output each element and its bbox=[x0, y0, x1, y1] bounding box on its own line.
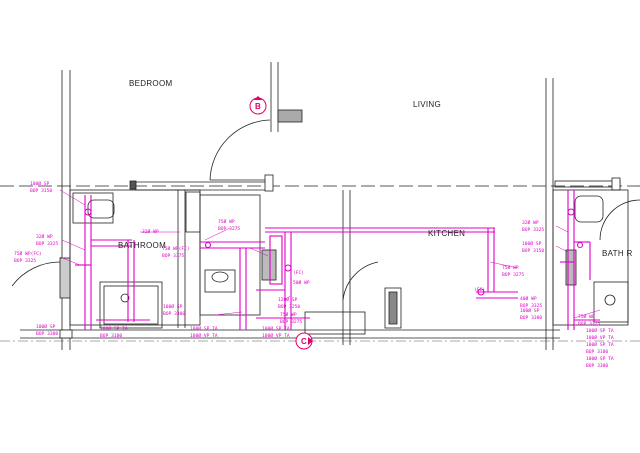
grid-label-b: B bbox=[255, 102, 261, 111]
tag-t6a: 75Ø WP bbox=[218, 218, 235, 225]
tag-t5: 32Ø WP bbox=[142, 228, 159, 235]
tag-t14a: 100Ø SP TA bbox=[100, 325, 128, 332]
tag-t14b: BOP 3100 bbox=[100, 333, 122, 339]
tag-t25b: BOP 3300 bbox=[586, 363, 608, 369]
tag-t24b: BOP 3100 bbox=[586, 349, 608, 355]
tag-t4b: BOP 3375 bbox=[162, 253, 184, 259]
tag-t23b: 100Ø VP TA bbox=[586, 334, 614, 341]
tag-t9b: BOP 3250 bbox=[278, 304, 300, 310]
tag-t3a: 75Ø WP(FC) bbox=[14, 250, 42, 257]
tag-t17a: 75Ø WP bbox=[502, 264, 519, 271]
tag-t2b: BOP 3325 bbox=[36, 241, 58, 247]
grid-label-c: C bbox=[301, 337, 307, 346]
grid-bubble-b: B bbox=[249, 96, 267, 115]
tag-t16a: 32Ø WP bbox=[522, 219, 539, 226]
tag-t24a: 100Ø SP TA bbox=[586, 341, 614, 348]
tag-t22b: BOP 3325 bbox=[578, 321, 600, 327]
tag-t12b: BOP 3300 bbox=[36, 331, 58, 337]
tag-t18: (FC) bbox=[474, 287, 485, 293]
room-label-bath-right: BATH R bbox=[602, 249, 633, 258]
tag-t8: 50Ø WP bbox=[293, 279, 310, 286]
tag-t12a: 100Ø SP bbox=[36, 323, 56, 330]
tag-t23a: 100Ø SP TA bbox=[586, 327, 614, 334]
tag-t20b: BOP 3325 bbox=[520, 303, 542, 309]
room-label-living: LIVING bbox=[413, 100, 441, 109]
tag-t19b: BOP 3150 bbox=[522, 248, 544, 254]
tag-t20a: 40Ø WP bbox=[520, 295, 537, 302]
tag-t1b: BOP 3150 bbox=[30, 188, 52, 194]
tag-t16b: BOP 3325 bbox=[522, 227, 544, 233]
tag-t7: (FC) bbox=[293, 270, 304, 276]
architecture-walls bbox=[0, 62, 640, 350]
tag-t13a: 100Ø SP TA bbox=[190, 325, 218, 332]
tag-t3b: BOP 3325 bbox=[14, 258, 36, 264]
room-label-bathroom: BATHROOM bbox=[118, 241, 166, 250]
tag-t17b: BOP 3275 bbox=[502, 272, 524, 278]
tag-t1a: 100Ø SP bbox=[30, 180, 50, 187]
tag-t11b: BOP 3300 bbox=[163, 311, 185, 317]
room-label-bedroom: BEDROOM bbox=[129, 79, 172, 88]
pipe-tags: 100Ø SP BOP 3150 32Ø WP BOP 3325 75Ø WP(… bbox=[14, 180, 614, 369]
tag-t21b: BOP 3300 bbox=[520, 315, 542, 321]
tag-t11a: 100Ø SP bbox=[163, 303, 183, 310]
tag-t10a: 75Ø WP bbox=[280, 311, 297, 318]
room-label-kitchen: KITCHEN bbox=[428, 229, 465, 238]
tag-t4a: 75Ø WP(FC) bbox=[162, 245, 190, 252]
tag-t10b: BOP 3275 bbox=[280, 319, 302, 325]
tag-t2a: 32Ø WP bbox=[36, 233, 53, 240]
tag-t22a: 75Ø WP bbox=[578, 313, 595, 320]
tag-t19a: 100Ø SP bbox=[522, 240, 542, 247]
tag-t15b: 100Ø VP TA bbox=[262, 332, 290, 339]
tag-t25a: 100Ø SP TA bbox=[586, 355, 614, 362]
tag-t15a: 100Ø SP TA bbox=[262, 325, 290, 332]
plumbing-pipework bbox=[75, 190, 600, 330]
tag-t21a: 100Ø SP bbox=[520, 307, 540, 314]
annotation-leaders bbox=[59, 189, 601, 319]
grid-bubble-c: C bbox=[295, 332, 313, 350]
tag-t13b: 100Ø VP TA bbox=[190, 332, 218, 339]
tag-t9a: 120Ø SP bbox=[278, 296, 298, 303]
tag-t6b: BOP 3275 bbox=[218, 226, 240, 232]
